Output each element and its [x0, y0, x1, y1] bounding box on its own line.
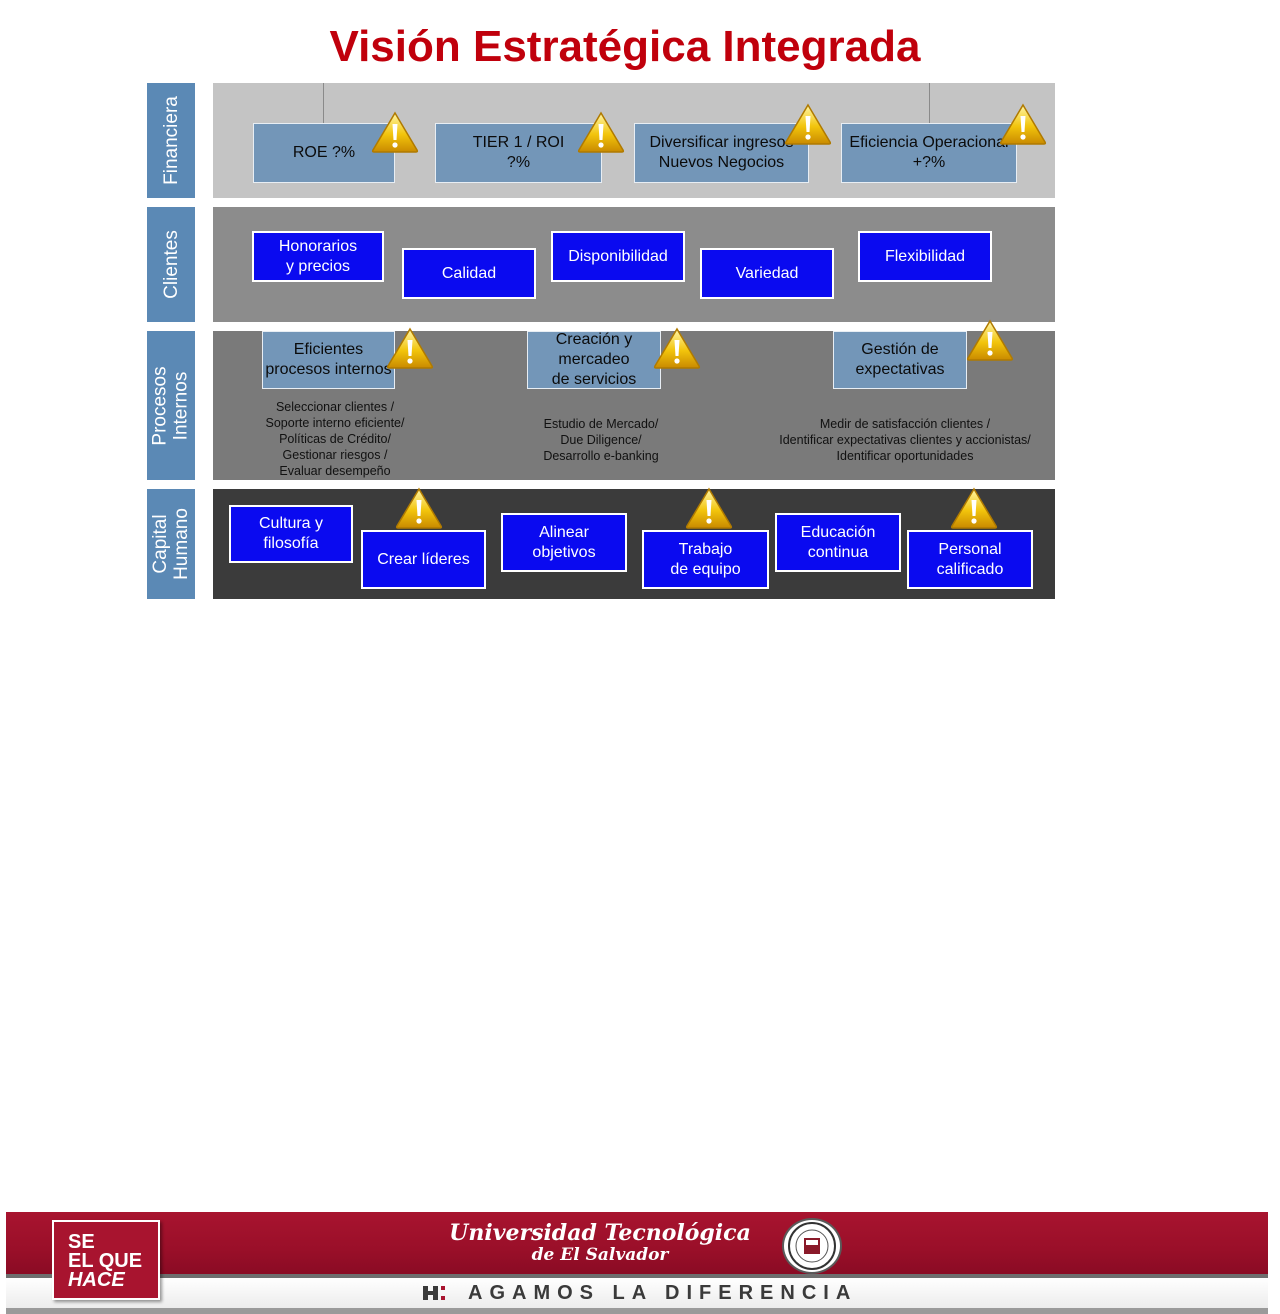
- warning-icon: [685, 488, 733, 529]
- warning-icon: [386, 328, 434, 369]
- objective-box-disponibilidad: Disponibilidad: [551, 231, 685, 282]
- university-seal-icon: [782, 1218, 842, 1274]
- footer-banner: SE EL QUE HACE Universidad Tecnológica d…: [0, 600, 1280, 1314]
- connector-line: [929, 83, 930, 123]
- university-name-line-2: de El Salvador: [531, 1245, 669, 1265]
- objective-box-personal: Personal calificado: [907, 530, 1033, 589]
- perspective-label-procesos: Procesos Internos: [147, 331, 195, 480]
- objective-box-tier1: TIER 1 / ROI ?%: [435, 123, 602, 183]
- objective-box-alinear: Alinear objetivos: [501, 513, 627, 572]
- slogan-line-3: HACE: [68, 1269, 125, 1291]
- objective-box-honorarios: Honorarios y precios: [252, 231, 384, 282]
- warning-icon: [950, 488, 998, 529]
- objective-box-educacion: Educación continua: [775, 513, 901, 572]
- objective-box-creacion: Creación y mercadeo de servicios: [527, 331, 661, 389]
- process-detail-text: Medir de satisfacción clientes / Identif…: [779, 417, 1031, 463]
- process-detail-text: Seleccionar clientes / Soporte interno e…: [265, 400, 405, 478]
- warning-icon: [784, 104, 832, 145]
- perspective-label-clientes: Clientes: [147, 207, 195, 322]
- warning-icon: [577, 112, 625, 153]
- connector-line: [323, 83, 324, 123]
- slogan-line-1: SE: [68, 1231, 95, 1253]
- perspective-label-financiera: Financiera: [147, 83, 195, 198]
- warning-icon: [395, 488, 443, 529]
- footer-bottom-line: [6, 1308, 1268, 1314]
- warning-icon: [999, 104, 1047, 145]
- strategy-diagram: Financiera Clientes Procesos Internos Ca…: [0, 0, 1280, 600]
- objective-box-gestion: Gestión de expectativas: [833, 331, 967, 389]
- university-name-line-1: Universidad Tecnológica: [449, 1220, 751, 1246]
- warning-icon: [966, 320, 1014, 361]
- objective-box-trabajo-equipo: Trabajo de equipo: [642, 530, 769, 589]
- warning-icon: [371, 112, 419, 153]
- objective-box-eficiencia: Eficiencia Operacional +?%: [841, 123, 1017, 183]
- objective-box-diversificar: Diversificar ingresos Nuevos Negocios: [634, 123, 809, 183]
- slogan-logo: SE EL QUE HACE: [52, 1220, 160, 1300]
- motto-h-logo-icon: [423, 1286, 445, 1300]
- process-detail-text: Estudio de Mercado/ Due Diligence/ Desar…: [543, 417, 659, 463]
- perspective-label-capital: Capital Humano: [147, 489, 195, 599]
- objective-box-calidad: Calidad: [402, 248, 536, 299]
- slide-title: Visión Estratégica Integrada: [329, 22, 921, 71]
- slogan-line-2: EL QUE: [68, 1250, 143, 1272]
- objective-box-procesos-eficientes: Eficientes procesos internos: [262, 331, 395, 389]
- objective-box-flexibilidad: Flexibilidad: [858, 231, 992, 282]
- objective-box-variedad: Variedad: [700, 248, 834, 299]
- objective-box-roe: ROE ?%: [253, 123, 395, 183]
- objective-box-cultura: Cultura y filosofía: [229, 505, 353, 563]
- motto-text: AGAMOS LA DIFERENCIA: [468, 1282, 858, 1304]
- objective-box-crear-lideres: Crear líderes: [361, 530, 486, 589]
- warning-icon: [653, 328, 701, 369]
